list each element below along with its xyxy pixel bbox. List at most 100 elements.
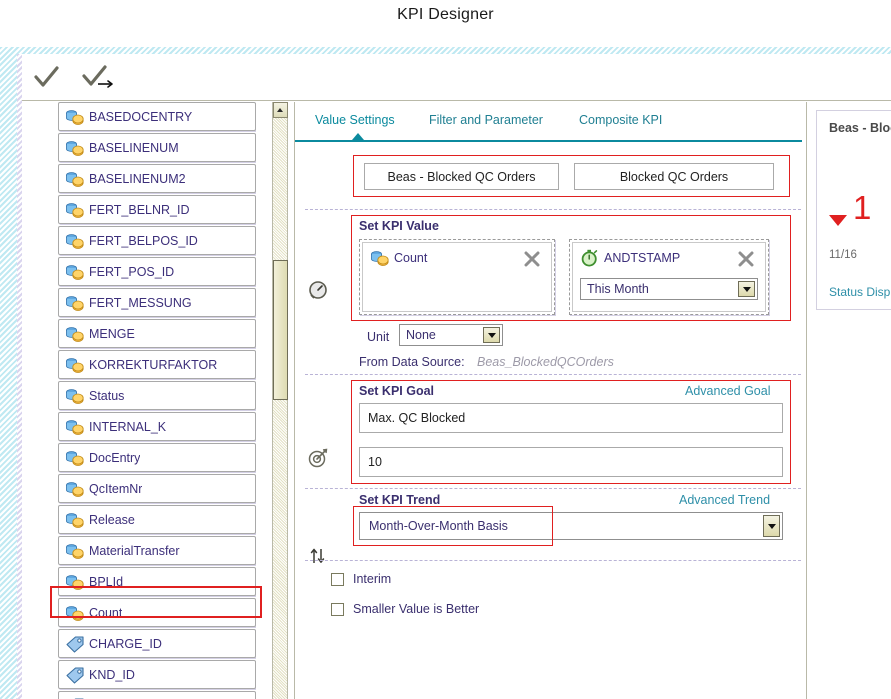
status-display-link[interactable]: Status Display: [829, 285, 891, 299]
remove-measure-icon[interactable]: [522, 249, 542, 269]
kpi-preview-card[interactable]: Beas - Blocked QC Orders 1 11/16 Status …: [816, 110, 891, 310]
field-list-item[interactable]: BPLId: [58, 567, 256, 596]
field-list-item[interactable]: BASELINENUM: [58, 133, 256, 162]
field-list-item[interactable]: FERT_POS_ID: [58, 257, 256, 286]
field-list-item[interactable]: MaterialTransfer: [58, 536, 256, 565]
field-list-item[interactable]: CHARGE_ID: [58, 629, 256, 658]
app-window: BASEDOCENTRY BASELINENUM BASELINENUM2 FE…: [22, 54, 891, 699]
field-list-item-label: Count: [89, 605, 123, 620]
chevron-down-icon[interactable]: [763, 515, 780, 537]
field-list-item[interactable]: KND_ID: [58, 660, 256, 689]
tab-composite-kpi[interactable]: Composite KPI: [579, 113, 663, 127]
kpi-value-time-slot[interactable]: ANDTSTAMP This Month: [569, 239, 769, 315]
field-list-item-label: BASELINENUM2: [89, 171, 186, 186]
chevron-down-icon[interactable]: [483, 327, 500, 343]
data-source-value: Beas_BlockedQCOrders: [477, 355, 614, 369]
field-list-item[interactable]: Count: [58, 598, 256, 627]
field-list-item[interactable]: ItemCode: [58, 691, 256, 699]
remove-time-icon[interactable]: [736, 249, 756, 269]
gauge-icon: [307, 279, 329, 301]
field-list-scrollbar[interactable]: [272, 102, 288, 699]
measure-icon: [65, 170, 85, 188]
measure-icon: [65, 108, 85, 126]
separator-4: [305, 560, 801, 561]
field-list-item[interactable]: INTERNAL_K: [58, 412, 256, 441]
separator-3: [305, 488, 801, 489]
field-list-item[interactable]: BASELINENUM2: [58, 164, 256, 193]
field-list-item-label: FERT_BELPOS_ID: [89, 233, 198, 248]
measure-icon: [65, 294, 85, 312]
trend-basis-select[interactable]: Month-Over-Month Basis: [359, 512, 783, 540]
field-list-item-label: BASELINENUM: [89, 140, 179, 155]
field-list-item[interactable]: MENGE: [58, 319, 256, 348]
separator-2: [305, 374, 801, 375]
measure-icon: [65, 232, 85, 250]
advanced-goal-link[interactable]: Advanced Goal: [685, 384, 771, 398]
kpi-value-measure-row: Count: [370, 248, 546, 268]
field-list-item[interactable]: Status: [58, 381, 256, 410]
chevron-down-icon[interactable]: [738, 281, 755, 297]
trend-icon: [307, 545, 329, 567]
kpi-value-time-row: ANDTSTAMP: [580, 248, 760, 268]
down-triangle-icon: [829, 215, 847, 226]
goal-value-input[interactable]: 10: [359, 447, 783, 477]
measure-icon: [65, 387, 85, 405]
smaller-value-better-checkbox[interactable]: [331, 602, 344, 616]
kpi-display-name-input[interactable]: Blocked QC Orders: [574, 163, 774, 190]
field-list-item[interactable]: FERT_MESSUNG: [58, 288, 256, 317]
preview-date: 11/16: [829, 249, 857, 261]
field-list-item[interactable]: KORREKTURFAKTOR: [58, 350, 256, 379]
interim-checkbox[interactable]: [331, 572, 344, 586]
field-list-item[interactable]: DocEntry: [58, 443, 256, 472]
unit-select[interactable]: None: [399, 324, 503, 346]
measure-icon: [65, 139, 85, 157]
measure-icon: [65, 449, 85, 467]
field-list-item-label: FERT_POS_ID: [89, 264, 175, 279]
tab-value-settings[interactable]: Value Settings: [315, 113, 395, 127]
separator-1: [305, 209, 801, 210]
kpi-preview-panel: Beas - Blocked QC Orders 1 11/16 Status …: [806, 102, 891, 699]
measure-icon: [65, 480, 85, 498]
field-list-item-label: BASEDOCENTRY: [89, 109, 193, 124]
field-list-item[interactable]: FERT_BELNR_ID: [58, 195, 256, 224]
field-list-item[interactable]: QcItemNr: [58, 474, 256, 503]
dimension-icon: [65, 666, 85, 684]
decorative-stripe-left-inner: [17, 54, 22, 699]
preview-title: Beas - Blocked QC Orders: [829, 121, 891, 135]
goal-name-input[interactable]: Max. QC Blocked: [359, 403, 783, 433]
field-list-item-label: FERT_BELNR_ID: [89, 202, 190, 217]
active-tab-caret-icon: [352, 133, 364, 140]
interim-checkbox-row[interactable]: Interim: [331, 572, 391, 586]
smaller-value-better-checkbox-row[interactable]: Smaller Value is Better: [331, 602, 479, 616]
scroll-up-arrow-icon[interactable]: [273, 102, 288, 118]
field-list-item-label: KORREKTURFAKTOR: [89, 357, 218, 372]
decorative-stripe-left: [0, 47, 22, 699]
trend-basis-value: Month-Over-Month Basis: [369, 519, 508, 533]
kpi-value-measure-slot[interactable]: Count: [359, 239, 555, 315]
page-title: KPI Designer: [397, 6, 494, 23]
advanced-trend-link[interactable]: Advanced Trend: [679, 493, 771, 507]
field-list-item[interactable]: BASEDOCENTRY: [58, 102, 256, 131]
measure-icon: [65, 418, 85, 436]
check-icon[interactable]: [30, 62, 64, 92]
field-list-item-label: Release: [89, 512, 135, 527]
time-period-select[interactable]: This Month: [580, 278, 758, 300]
measure-icon: [65, 325, 85, 343]
tab-filter-and-parameter[interactable]: Filter and Parameter: [429, 113, 543, 127]
field-list[interactable]: BASEDOCENTRY BASELINENUM BASELINENUM2 FE…: [58, 102, 256, 699]
scrollbar-thumb[interactable]: [273, 260, 288, 400]
kpi-name-input[interactable]: Beas - Blocked QC Orders: [364, 163, 559, 190]
field-list-item[interactable]: Release: [58, 505, 256, 534]
kpi-value-measure-label: Count: [394, 251, 428, 265]
set-kpi-goal-title: Set KPI Goal: [359, 384, 435, 398]
set-kpi-trend-title: Set KPI Trend: [359, 493, 441, 507]
interim-label: Interim: [353, 572, 392, 586]
measure-icon: [65, 356, 85, 374]
kpi-value-time-label: ANDTSTAMP: [604, 251, 681, 265]
check-next-icon[interactable]: [80, 62, 114, 92]
body-area: BASEDOCENTRY BASELINENUM BASELINENUM2 FE…: [22, 102, 891, 699]
smaller-value-better-label: Smaller Value is Better: [353, 602, 480, 616]
toolbar: [22, 54, 891, 101]
field-list-item[interactable]: FERT_BELPOS_ID: [58, 226, 256, 255]
